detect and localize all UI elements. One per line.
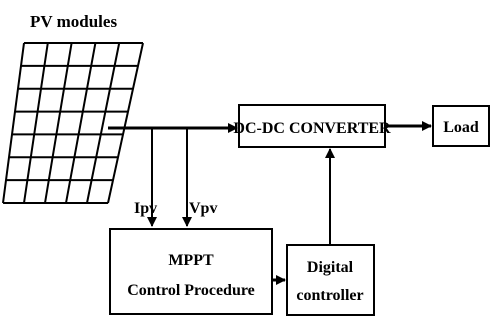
dc-dc-converter-block	[238, 104, 386, 148]
pv-panel-icon	[2, 42, 144, 204]
digital-controller-block	[286, 244, 375, 316]
ipv-label: Ipv	[134, 200, 157, 217]
vpv-label: Vpv	[189, 200, 217, 217]
dc-dc-converter-label: DC-DC CONVERTER	[233, 120, 391, 137]
digital-controller-label-line1: Digital	[307, 259, 354, 276]
load-label: Load	[443, 119, 479, 136]
mppt-label-line2: Control Procedure	[127, 282, 255, 299]
mppt-block	[109, 228, 273, 315]
load-block	[432, 105, 490, 147]
pv-modules-label: PV modules	[30, 12, 117, 31]
digital-controller-label-line2: controller	[296, 287, 363, 304]
mppt-label-line1: MPPT	[168, 252, 214, 269]
